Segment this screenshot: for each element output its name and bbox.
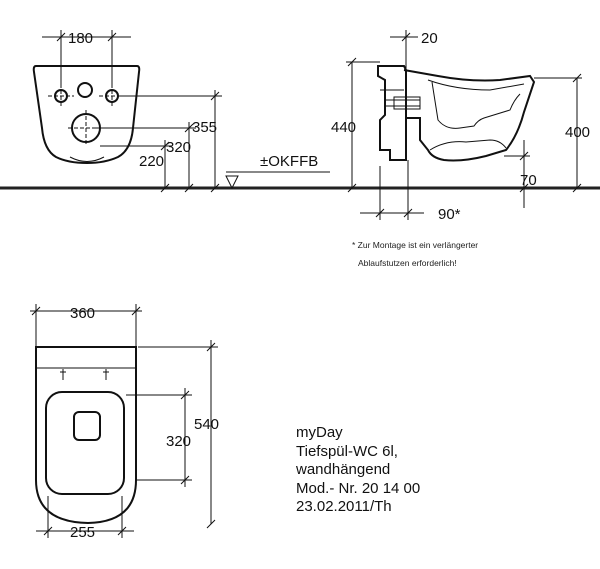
front-dim-320: 320	[166, 139, 191, 156]
floor-reference-label: ±OKFFB	[260, 153, 318, 170]
top-view-bowl-opening	[73, 411, 101, 441]
front-view-body	[32, 65, 141, 165]
product-mounting: wandhängend	[296, 461, 391, 478]
drawing-date: 23.02.2011/Th	[296, 498, 392, 515]
side-bowl	[403, 69, 536, 162]
footnote-line-2: Ablaufstutzen erforderlich!	[358, 258, 457, 268]
product-name: myDay	[296, 424, 343, 441]
front-dim-180: 180	[68, 30, 93, 47]
side-dim-20: 20	[421, 30, 438, 47]
side-dim-70: 70	[520, 172, 537, 189]
top-view: 360 540 320 255	[30, 304, 219, 541]
top-view-outline	[35, 346, 137, 525]
front-dim-355: 355	[192, 119, 217, 136]
front-dim-220: 220	[139, 153, 164, 170]
footnote-line-1: * Zur Montage ist ein verlängerter	[352, 240, 478, 250]
top-dim-320: 320	[166, 433, 191, 450]
floor-reference: ±OKFFB	[225, 153, 330, 190]
product-type: Tiefspül-WC 6l,	[296, 442, 398, 460]
product-model-number: Mod.- Nr. 20 14 00	[296, 479, 421, 497]
side-dim-400: 400	[565, 124, 590, 141]
top-dim-255: 255	[70, 524, 95, 541]
side-wall-bracket	[377, 65, 407, 161]
front-view: 180 355 320 220	[32, 30, 222, 193]
product-info-block: myDay Tiefspül-WC 6l, wandhängend Mod.- …	[296, 424, 526, 517]
top-view-seat	[45, 391, 125, 495]
side-dim-90: 90*	[438, 206, 461, 223]
side-dim-440: 440	[331, 119, 356, 136]
side-view: 20 440 400 70 90*	[331, 30, 590, 223]
front-water-inlet	[77, 82, 93, 98]
top-dim-360: 360	[70, 305, 95, 322]
top-dim-540: 540	[194, 416, 219, 433]
